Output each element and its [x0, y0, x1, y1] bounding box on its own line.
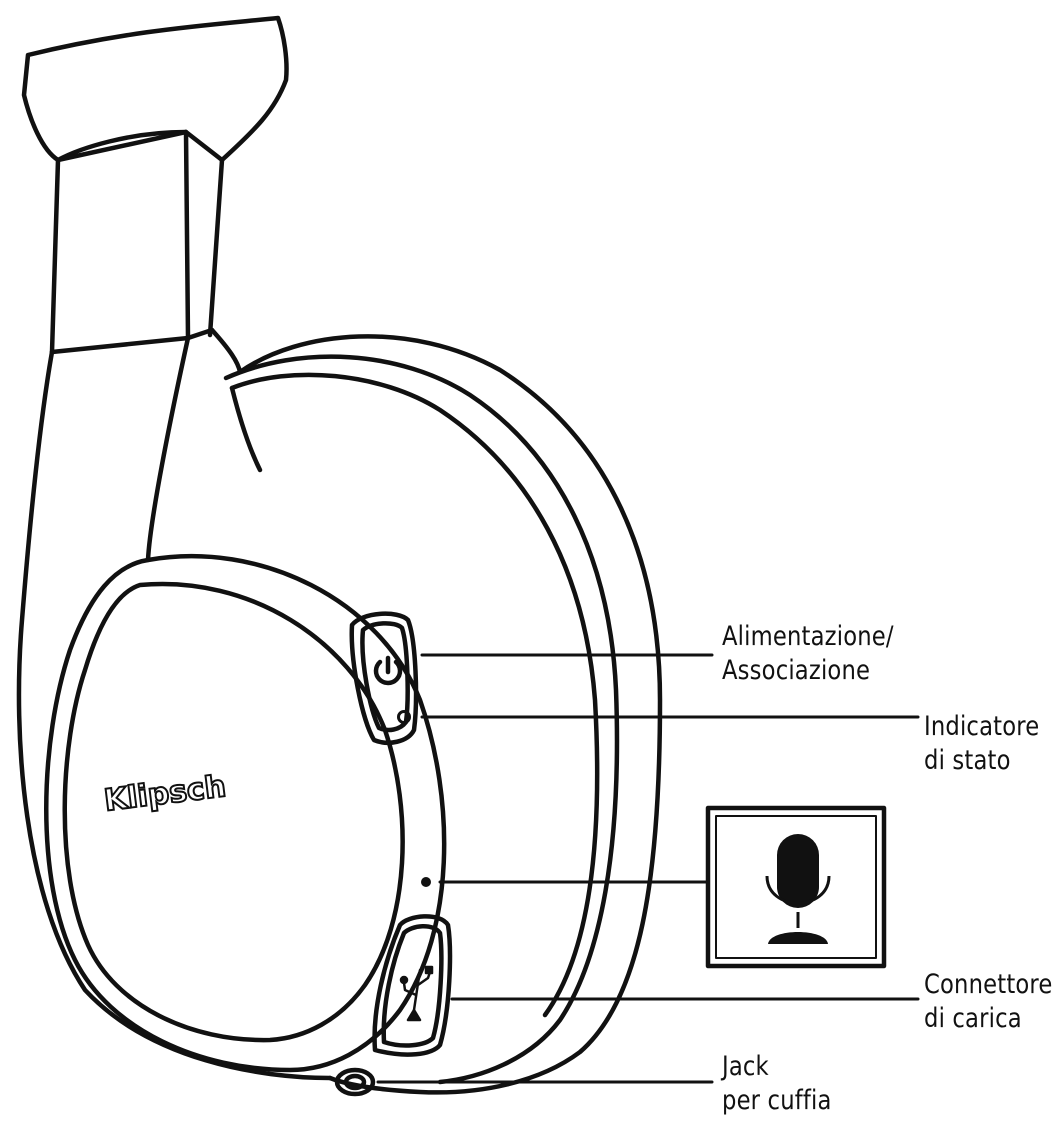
headphone-jack [334, 1067, 376, 1097]
callout-label-charge: Connettore di carica [924, 968, 1053, 1036]
ear-cup-shell [223, 334, 663, 1095]
callout-charge-line2: di carica [924, 1003, 1022, 1034]
callout-power-line2: Associazione [722, 655, 871, 686]
microphone-hole [421, 877, 431, 887]
microphone-callout-box [705, 805, 887, 969]
callout-jack-line2: per cuffia [722, 1085, 832, 1116]
callout-jack-line1: Jack [722, 1051, 769, 1082]
callout-charge-line1: Connettore [924, 969, 1053, 1000]
usb-icon [399, 965, 434, 1022]
brand-logo: Klipsch [102, 769, 228, 819]
callout-label-jack: Jack per cuffia [722, 1050, 832, 1118]
callout-status-line1: Indicatore [924, 711, 1040, 742]
status-indicator-light [397, 710, 411, 724]
microphone-icon [765, 834, 831, 944]
callout-status-line2: di stato [924, 745, 1011, 776]
callout-label-power: Alimentazione/ Associazione [722, 620, 894, 688]
callout-power-line1: Alimentazione/ [722, 621, 894, 652]
callout-label-status: Indicatore di stato [924, 710, 1039, 778]
charging-port [372, 914, 453, 1057]
headband-cap [21, 15, 289, 163]
